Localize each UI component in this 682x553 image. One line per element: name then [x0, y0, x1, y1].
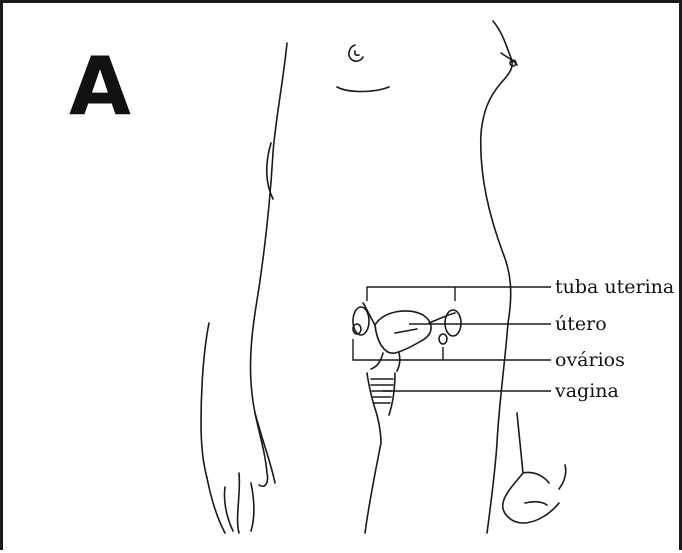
tube-right [429, 313, 455, 323]
label-vagina: vagina [554, 380, 619, 402]
leader-ovarios [353, 339, 551, 360]
torso-right-contour [481, 21, 512, 323]
leader-lines [353, 287, 551, 391]
cervix [371, 353, 400, 371]
left-leg-contour [365, 443, 381, 533]
uterus-inner-cavity [395, 329, 417, 333]
vaginal-opening [377, 415, 381, 443]
leader-tuba-uterina [367, 287, 551, 301]
label-utero: útero [555, 313, 607, 335]
left-hand [207, 413, 268, 533]
body-illustration: tuba uterina útero ovários vagina [3, 3, 682, 553]
label-ovarios: ovários [555, 349, 625, 371]
label-tuba-uterina: tuba uterina [555, 276, 674, 298]
navel [349, 45, 363, 61]
right-leg-contour [487, 323, 508, 533]
lower-belly-curve [337, 87, 389, 92]
ovary-right [439, 334, 447, 344]
right-hand [503, 413, 566, 523]
arm-inner-contour [201, 323, 209, 478]
navel-inner [355, 51, 359, 55]
